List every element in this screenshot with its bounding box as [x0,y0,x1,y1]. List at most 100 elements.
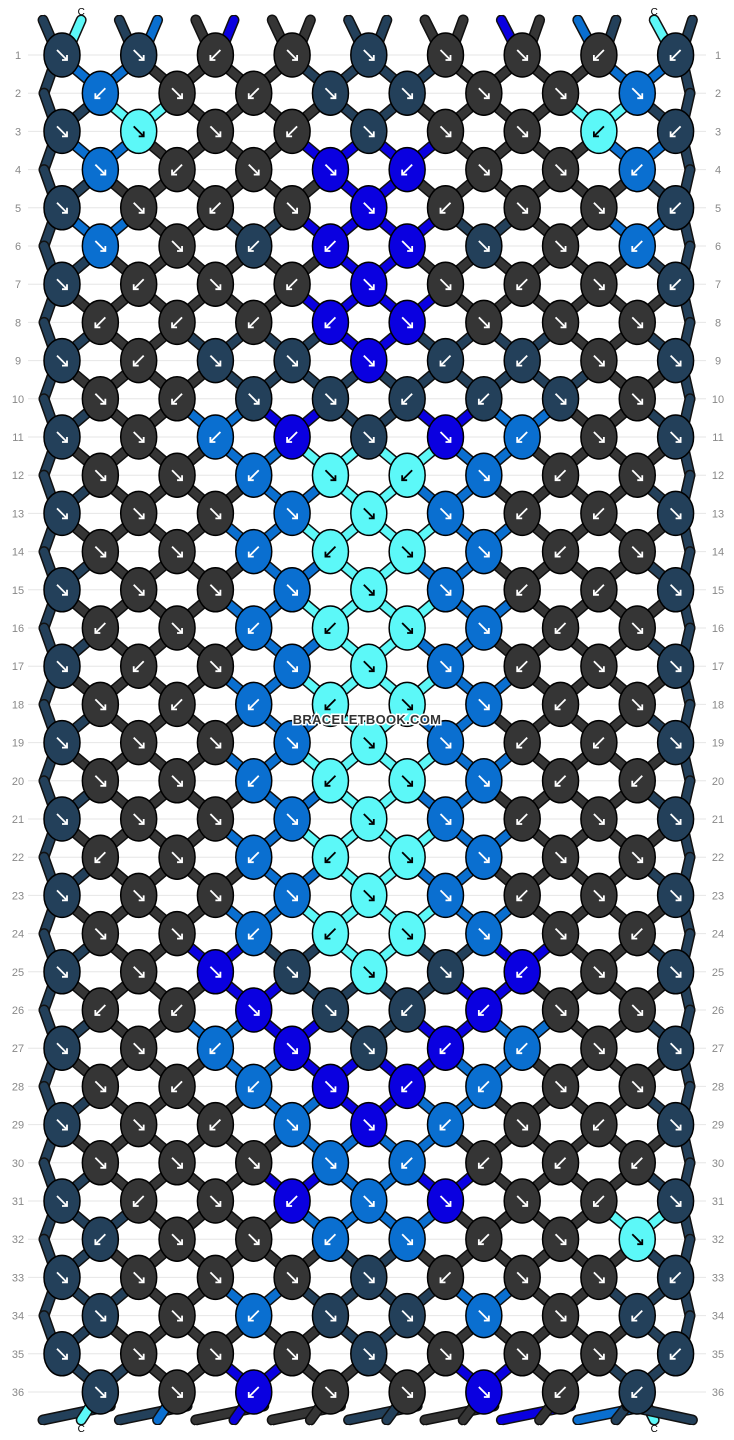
arrow-shaft [324,316,337,329]
arrow-head-icon [598,207,605,214]
knot [273,1331,311,1377]
arrow-shaft [209,1195,222,1207]
arrow-shaft [209,1042,222,1054]
arrow-head-icon [675,513,682,520]
arrow-head-icon [330,1392,337,1398]
knot [196,261,235,307]
knot [158,452,196,498]
knot [618,528,656,575]
knot [350,32,388,78]
arrow-head-icon [292,666,299,673]
strand-label: D [39,7,46,18]
arrow-head-icon [407,933,414,940]
arrow-shaft [94,927,106,940]
arrow-head-icon [177,1392,183,1398]
arrow-head-icon [171,1086,178,1093]
arrow-head-icon [324,704,331,711]
arrow-shaft [669,125,682,138]
strand-label: C [78,1424,85,1435]
row-number-left: 17 [12,661,24,673]
arrow-shaft [209,736,222,749]
arrow-shaft [669,431,682,443]
arrow-shaft [56,1118,68,1131]
arrow-shaft [286,1118,298,1131]
knot [580,872,618,919]
knot [656,108,695,155]
arrow-shaft [363,1118,375,1131]
knot [158,299,196,346]
row-number-right: 25 [712,967,724,979]
row-number-left: 3 [15,126,21,138]
knot [235,299,273,346]
arrow-shaft [56,584,68,596]
knot [273,1178,311,1224]
arrow-shaft [324,927,337,940]
arrow-shaft [554,1233,567,1245]
arrow-shaft [554,163,567,176]
arrow-shaft [171,87,183,99]
knot [580,337,618,384]
arrow-shaft [248,698,260,711]
knot [388,605,426,651]
knot [311,605,350,651]
arrow-head-icon [209,1048,216,1055]
arrow-head-icon [138,819,145,825]
arrow-shaft [401,698,413,711]
arrow-shaft [286,889,298,902]
knot [273,1025,311,1071]
arrow-shaft [439,354,452,367]
arrow-shaft [439,1118,452,1131]
arrow-head-icon [62,437,68,443]
arrow-shaft [363,660,375,672]
arrow-shaft [133,1042,145,1054]
arrow-head-icon [401,398,408,405]
arrow-head-icon [138,1353,145,1360]
arrow-head-icon [292,1048,299,1055]
arrow-head-icon [215,742,222,749]
arrow-shaft [248,393,260,405]
knot [618,1292,656,1339]
arrow-shaft [593,660,605,672]
knot [43,108,81,155]
arrow-shaft [631,316,643,329]
strand-label: A [307,7,314,18]
knot [465,605,503,651]
row-number-right: 32 [712,1234,724,1246]
arrow-shaft [593,966,605,978]
arrow-head-icon [560,1315,567,1322]
arrow-shaft [94,1386,106,1398]
knot [81,528,120,575]
arrow-head-icon [516,895,523,902]
arrow-shaft [401,163,413,176]
arrow-shaft [439,966,452,978]
knot [273,796,311,842]
row-number-left: 20 [12,776,24,788]
arrow-shaft [631,545,643,558]
arrow-head-icon [62,131,68,138]
knot [580,567,618,613]
arrow-head-icon [177,1162,183,1169]
knot [465,834,503,880]
arrow-head-icon [522,207,529,214]
knot [235,1369,273,1415]
knot [273,1254,311,1301]
knot [426,185,465,231]
knot [158,758,196,804]
arrow-head-icon [593,1124,599,1131]
arrow-shaft [94,1157,106,1169]
knot [388,376,426,422]
arrow-head-icon [598,1277,605,1284]
arrow-shaft [593,1195,605,1207]
arrow-shaft [439,736,452,749]
knot [388,987,426,1033]
arrow-head-icon [330,398,337,405]
strand-label: A [536,7,543,18]
arrow-shaft [209,1118,222,1131]
arrow-head-icon [209,1124,216,1131]
row-number-right: 34 [712,1311,724,1323]
arrow-head-icon [247,551,254,558]
arrow-head-icon [483,551,490,558]
strand-label: D [612,7,619,18]
knot [158,223,196,269]
